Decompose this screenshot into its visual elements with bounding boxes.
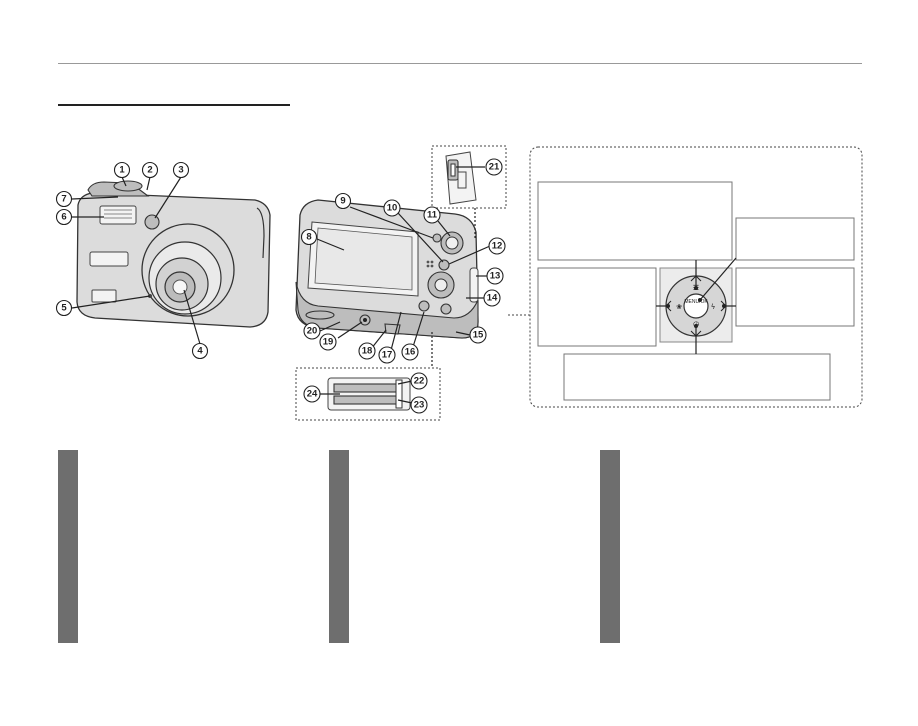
svg-text:3: 3	[178, 165, 183, 176]
callout-24: 24	[303, 385, 321, 403]
callout-2: 2	[141, 161, 159, 179]
section-sidebar-2	[329, 450, 349, 643]
svg-text:6: 6	[61, 212, 66, 223]
camera-front-view	[76, 180, 271, 328]
svg-text:◷: ◷	[693, 320, 700, 328]
callout-7: 7	[55, 190, 73, 208]
callout-8: 8	[300, 228, 318, 246]
svg-text:18: 18	[362, 346, 373, 357]
playback-button	[432, 233, 442, 243]
callout-11: 11	[423, 206, 441, 224]
flash-window	[99, 205, 137, 225]
svg-text:23: 23	[414, 400, 425, 411]
callout-17: 17	[378, 346, 396, 364]
callout-4: 4	[191, 342, 209, 360]
callout-12: 12	[488, 237, 506, 255]
connector-inset	[431, 145, 507, 238]
svg-text:9: 9	[340, 196, 345, 207]
svg-text:7: 7	[61, 194, 66, 205]
selector-panel: MENU/OK ☰ ❀ ϟ ◷	[508, 146, 863, 408]
menu-ok-label: MENU/OK	[684, 299, 708, 305]
callout-13: 13	[486, 267, 504, 285]
svg-text:2: 2	[147, 165, 152, 176]
delete-button	[440, 303, 452, 315]
disp-back-button	[418, 300, 430, 312]
label-box-left	[537, 267, 657, 347]
leader-lines	[71, 166, 491, 404]
svg-text:8: 8	[306, 232, 311, 243]
strap-eyelet-area	[469, 267, 479, 303]
svg-text:4: 4	[197, 346, 203, 357]
callout-21: 21	[485, 158, 503, 176]
svg-text:21: 21	[489, 162, 500, 173]
svg-text:1: 1	[119, 165, 125, 176]
svg-text:20: 20	[307, 326, 318, 337]
callout-3: 3	[172, 161, 190, 179]
callout-5: 5	[55, 299, 73, 317]
label-box-right	[735, 267, 855, 327]
svg-text:15: 15	[473, 330, 484, 341]
svg-text:19: 19	[323, 337, 334, 348]
svg-text:ϟ: ϟ	[711, 303, 716, 311]
callout-6: 6	[55, 208, 73, 226]
label-box-down	[563, 353, 831, 401]
shutter-button	[113, 180, 143, 192]
callout-15: 15	[469, 326, 487, 344]
section-sidebar-3	[600, 450, 620, 643]
section-sidebar-1	[58, 450, 78, 643]
svg-text:12: 12	[492, 241, 503, 252]
label-box-up	[537, 181, 733, 261]
battery-card-inset	[295, 332, 441, 421]
callout-23: 23	[410, 396, 428, 414]
callout-10: 10	[383, 199, 401, 217]
callout-19: 19	[319, 333, 337, 351]
svg-text:17: 17	[382, 350, 393, 361]
callout-20: 20	[303, 322, 321, 340]
svg-text:11: 11	[427, 210, 438, 221]
page-header-rule	[58, 63, 862, 64]
svg-text:16: 16	[405, 347, 416, 358]
svg-text:24: 24	[307, 389, 318, 400]
callout-1: 1	[113, 161, 131, 179]
callout-22: 22	[410, 372, 428, 390]
svg-text:13: 13	[490, 271, 501, 282]
svg-text:10: 10	[387, 203, 398, 214]
label-box-menu-ok	[735, 217, 855, 261]
callout-18: 18	[358, 342, 376, 360]
section-heading-rule	[58, 104, 290, 106]
svg-text:5: 5	[61, 303, 67, 314]
svg-text:22: 22	[414, 376, 425, 387]
svg-text:14: 14	[487, 293, 498, 304]
callout-16: 16	[401, 343, 419, 361]
svg-text:❀: ❀	[676, 303, 682, 311]
af-assist-lamp	[144, 214, 160, 230]
callout-9: 9	[334, 192, 352, 210]
callout-14: 14	[483, 289, 501, 307]
